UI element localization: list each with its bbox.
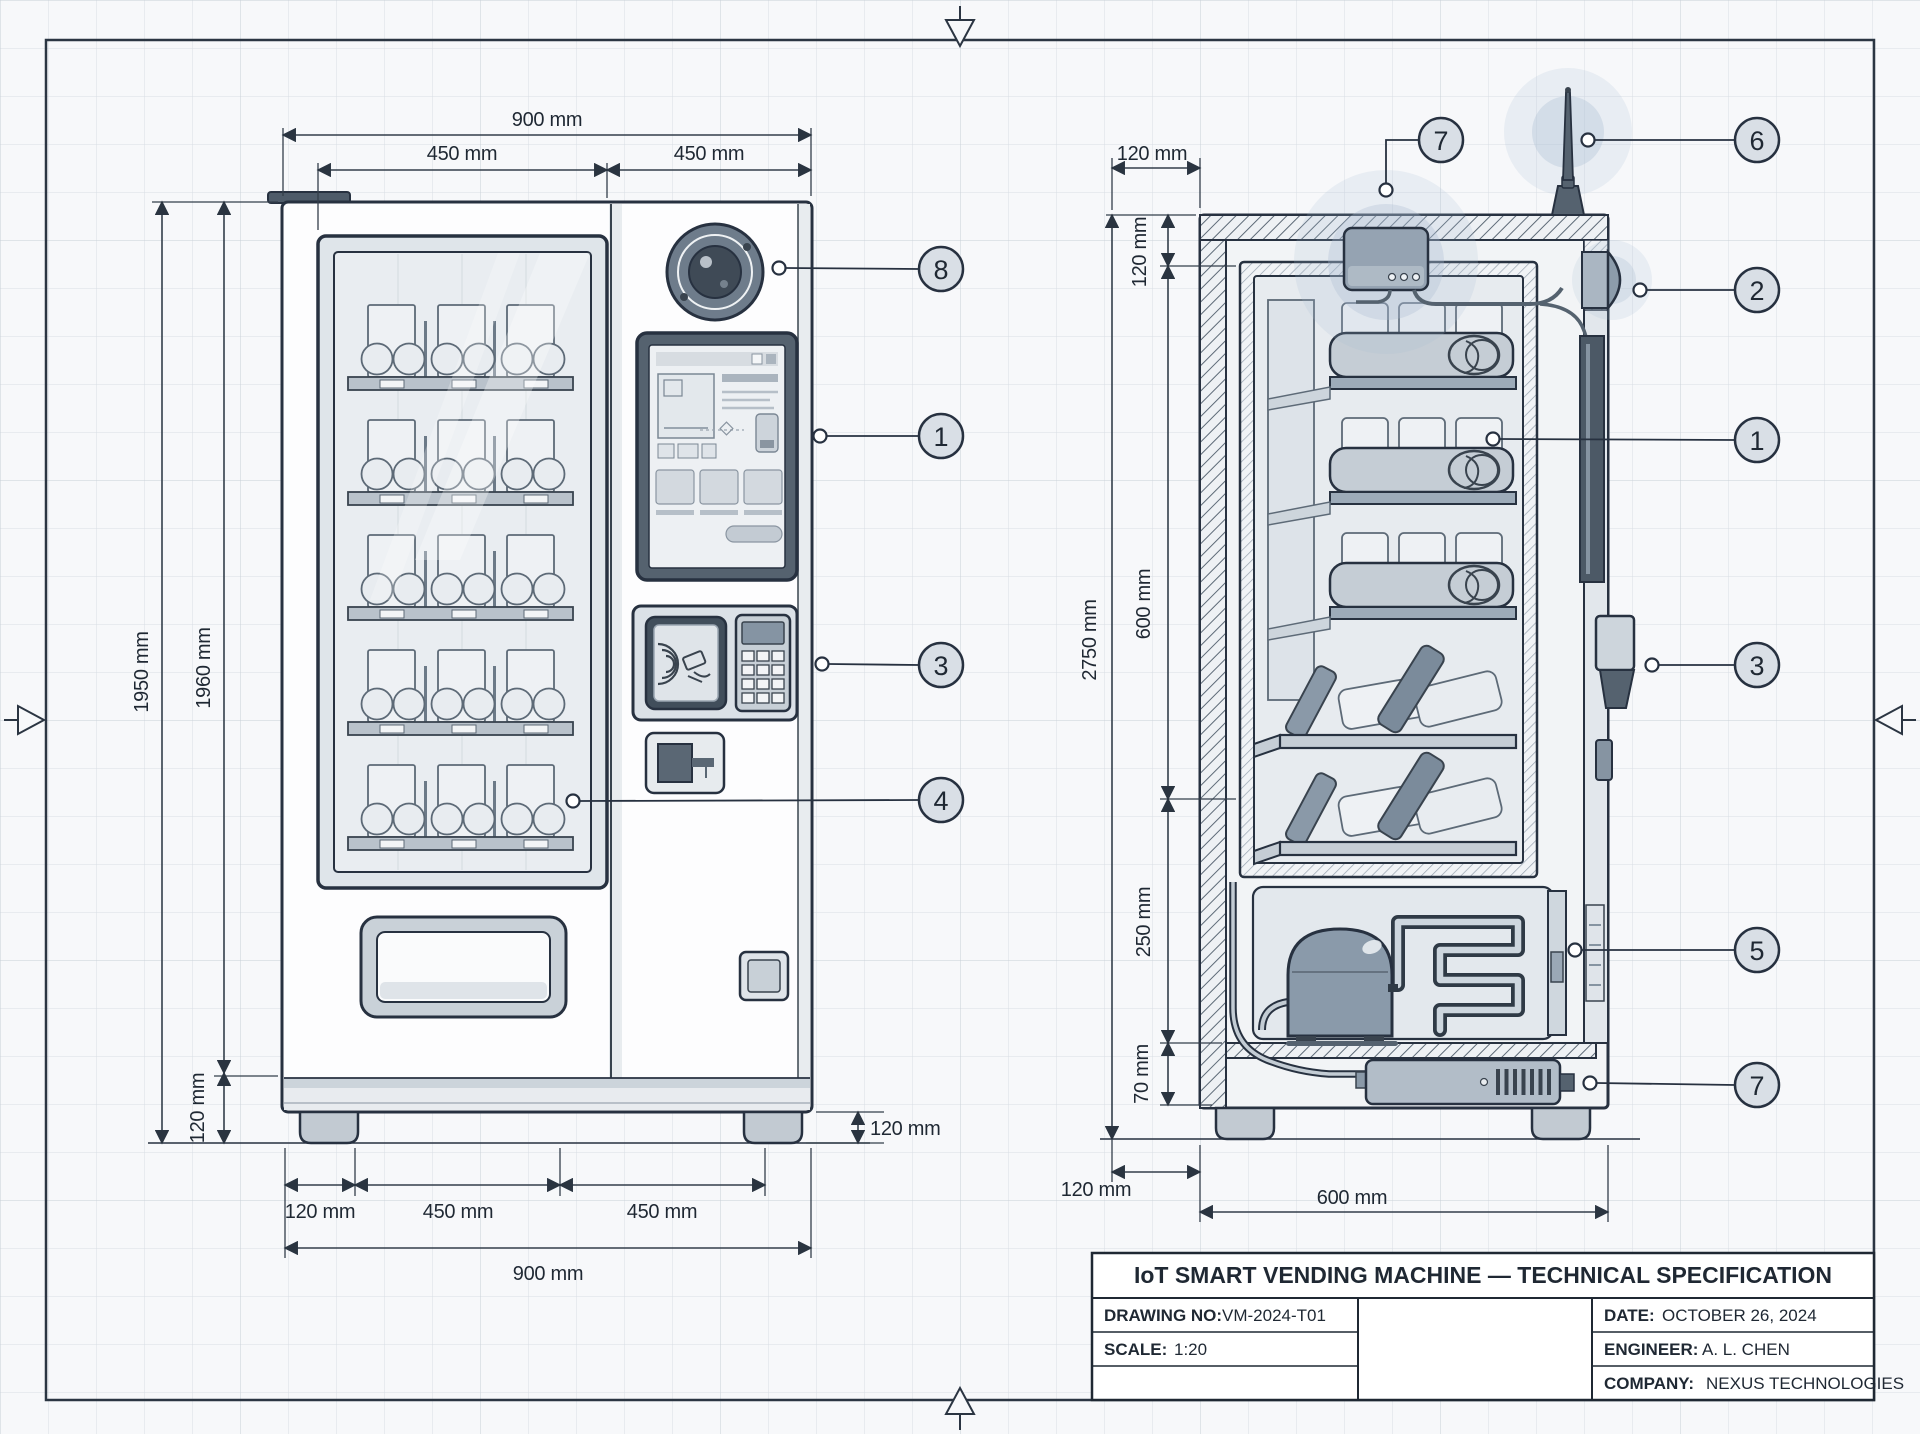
side-left-foot — [1214, 1106, 1276, 1141]
dim-side-bottom-inset: 120 mm — [1061, 1179, 1131, 1201]
engineer-value: A. L. CHEN — [1702, 1340, 1790, 1359]
callout-3-number: 3 — [933, 651, 948, 681]
callout-1-number: 1 — [933, 422, 948, 452]
callout-2-number: 2 — [1749, 276, 1764, 306]
handle-profile — [1595, 739, 1613, 781]
title-block: IoT SMART VENDING MACHINE — TECHNICAL SP… — [1090, 1251, 1904, 1402]
side-dimension-labels: 120 mm 120 mm 2750 mm 600 mm 250 mm 70 m… — [1061, 143, 1388, 1209]
callout-5: 5 — [1733, 926, 1781, 974]
sheet-border — [4, 6, 1916, 1430]
screen-button — [725, 525, 783, 543]
contactless-wave-icon — [657, 642, 680, 686]
callout-4-number: 4 — [933, 786, 948, 816]
drawing-title: IoT SMART VENDING MACHINE — TECHNICAL SP… — [1134, 1262, 1832, 1288]
front-dimension-labels: 900 mm 450 mm 450 mm 1950 mm 1960 mm 120… — [131, 109, 941, 1285]
dim-front-bottom-seg2: 450 mm — [423, 1201, 493, 1223]
registration-mark-right — [1873, 704, 1916, 736]
gateway-cable — [1412, 286, 1564, 306]
engineer-label: ENGINEER: — [1604, 1340, 1698, 1359]
front-view — [148, 191, 870, 1145]
camera-module — [665, 222, 765, 322]
callout-6: 6 — [1733, 116, 1781, 164]
company-value: NEXUS TECHNOLOGIES — [1706, 1374, 1904, 1393]
dim-side-plinth-height: 70 mm — [1131, 1044, 1153, 1104]
tap-card-icon — [682, 650, 711, 683]
key-lock-module — [644, 731, 726, 795]
callout-6-number: 6 — [1749, 126, 1764, 156]
dim-front-height-outer: 1950 mm — [131, 631, 153, 712]
dim-side-depth: 600 mm — [1317, 1187, 1387, 1209]
callout-8-number: 8 — [933, 255, 948, 285]
dim-front-height-inner: 1960 mm — [193, 627, 215, 708]
payment-module — [631, 604, 799, 722]
dim-front-base-height: 120 mm — [187, 1073, 209, 1143]
callout-7-top: 7 — [1417, 116, 1465, 164]
registration-mark-top — [944, 6, 976, 49]
power-supply-module — [1355, 1058, 1575, 1106]
dim-front-width-left: 450 mm — [427, 143, 497, 165]
dim-front-width-right: 450 mm — [674, 143, 744, 165]
door-sensor-dome — [1572, 240, 1652, 320]
callout-4: 4 — [917, 776, 965, 824]
service-vent — [738, 950, 790, 1002]
dim-front-bottom-seg3: 450 mm — [627, 1201, 697, 1223]
callout-leaders — [579, 139, 1736, 1086]
glass-glare — [415, 253, 590, 560]
compressor-compartment — [1251, 885, 1567, 1046]
dim-front-width-total-bottom: 900 mm — [513, 1263, 583, 1285]
payment-profile — [1594, 614, 1636, 709]
date-value: OCTOBER 26, 2024 — [1662, 1306, 1817, 1325]
side-vent — [1585, 904, 1605, 1002]
scale-value: 1:20 — [1174, 1340, 1207, 1359]
callout-anchor-dots — [565, 132, 1660, 1091]
callout-bubbles: 8 1 3 4 7 6 2 1 — [917, 116, 1781, 1109]
dim-side-height-total: 2750 mm — [1079, 599, 1101, 680]
callout-1-side: 1 — [1733, 416, 1781, 464]
dim-front-foot-height: 120 mm — [870, 1118, 940, 1140]
dispensing-tray — [359, 915, 568, 1019]
drawing-no-label: DRAWING NO: — [1104, 1306, 1222, 1325]
dim-side-cavity-height: 600 mm — [1133, 569, 1155, 639]
side-right-foot — [1530, 1106, 1592, 1141]
callout-7-bottom: 7 — [1733, 1061, 1781, 1109]
dim-front-bottom-seg1: 120 mm — [285, 1201, 355, 1223]
callout-3-front: 3 — [917, 641, 965, 689]
dim-side-top-inset: 120 mm — [1117, 143, 1187, 165]
touchscreen — [635, 331, 799, 582]
front-right-foot — [742, 1110, 804, 1145]
screen-profile — [1579, 335, 1605, 583]
company-label: COMPANY: — [1604, 1374, 1694, 1393]
callout-8: 8 — [917, 245, 965, 293]
date-label: DATE: — [1604, 1306, 1655, 1325]
air-duct — [1267, 299, 1315, 701]
callouts: 8 1 3 4 7 6 2 1 — [565, 116, 1781, 1109]
camera-lens-icon — [688, 245, 742, 299]
dim-side-wall-top: 120 mm — [1129, 217, 1151, 287]
registration-mark-bottom — [944, 1385, 976, 1430]
callout-7-bottom-number: 7 — [1749, 1071, 1764, 1101]
side-dimensions — [1104, 158, 1610, 1222]
callout-7-number: 7 — [1433, 126, 1448, 156]
front-dimensions — [152, 127, 884, 1258]
glass-door — [316, 234, 609, 890]
registration-mark-left — [4, 704, 47, 736]
callout-3-side: 3 — [1733, 641, 1781, 689]
dim-front-width-total-top: 900 mm — [512, 109, 582, 131]
drawing-no-value: VM-2024-T01 — [1222, 1306, 1326, 1325]
front-left-foot — [298, 1110, 360, 1145]
callout-1-side-number: 1 — [1749, 426, 1764, 456]
dim-side-compressor-height: 250 mm — [1133, 887, 1155, 957]
callout-5-number: 5 — [1749, 936, 1764, 966]
keypad — [734, 613, 792, 713]
callout-3-side-number: 3 — [1749, 651, 1764, 681]
scale-label: SCALE: — [1104, 1340, 1167, 1359]
iot-gateway — [1294, 170, 1590, 355]
compressor — [1258, 927, 1398, 1046]
antenna — [1504, 68, 1632, 216]
callout-2: 2 — [1733, 266, 1781, 314]
gateway-led-icon — [1387, 272, 1397, 282]
callout-1-front: 1 — [917, 412, 965, 460]
